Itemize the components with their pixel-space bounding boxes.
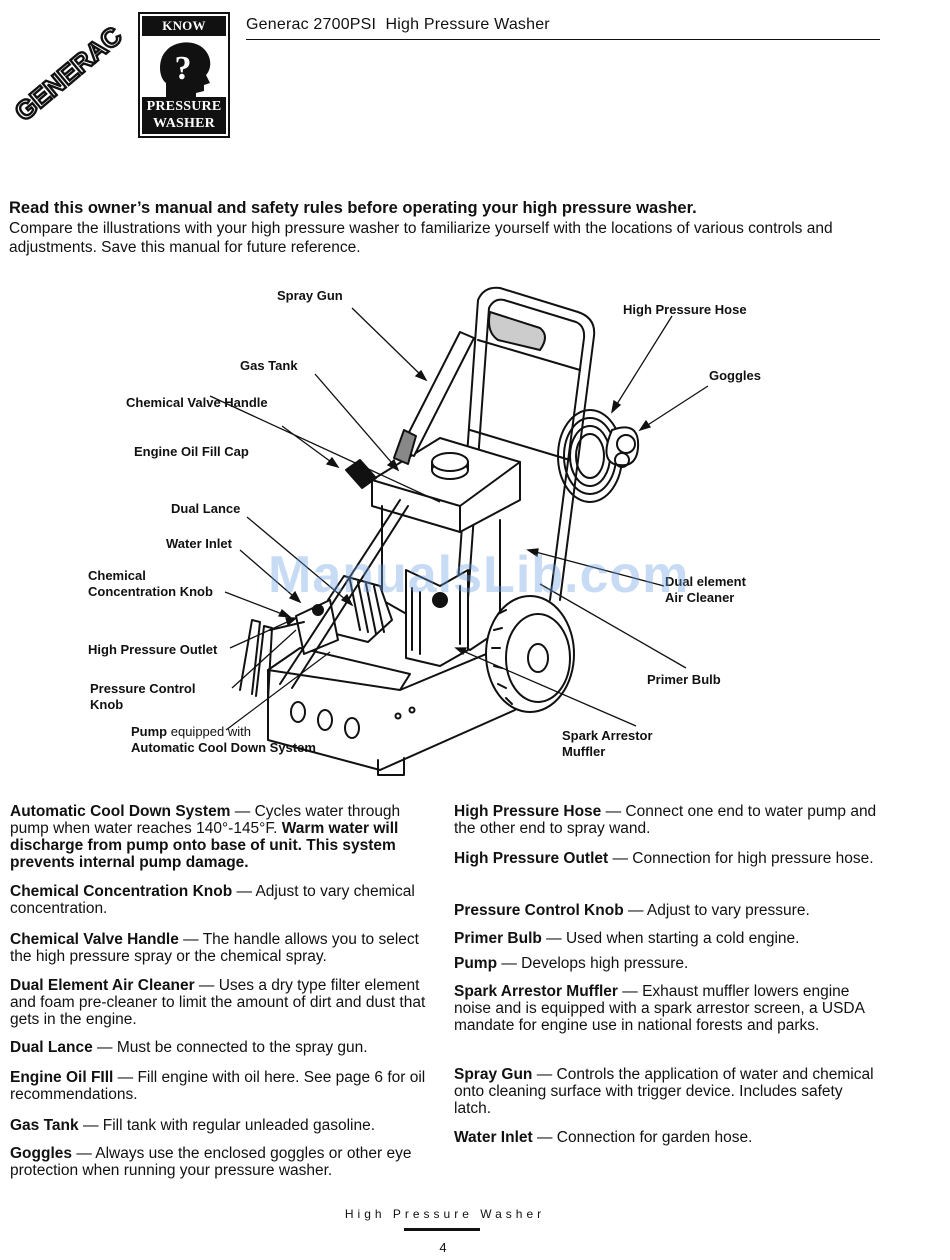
label-goggles: Goggles: [709, 368, 761, 383]
glossary-description: — Connection for garden hose.: [532, 1129, 753, 1146]
glossary-description: — The handle allows you to select the hi…: [10, 931, 419, 965]
glossary-term: Dual Lance: [10, 1039, 93, 1056]
label-pump-line-1: Pump equipped with: [131, 724, 251, 739]
label-gas-tank: Gas Tank: [240, 358, 298, 373]
glossary-description: — Connection for high pressure hose.: [608, 850, 874, 867]
glossary-term: Water Inlet: [454, 1129, 533, 1146]
label-water-inlet: Water Inlet: [166, 536, 233, 551]
glossary-warning: Warm water will discharge from pump onto…: [10, 820, 399, 871]
label-pump-rest: equipped with: [167, 724, 251, 739]
label-dual-lance: Dual Lance: [171, 501, 240, 516]
glossary-description: — Must be connected to the spray gun.: [92, 1039, 368, 1056]
glossary-entry: Pressure Control Knob — Adjust to vary p…: [454, 902, 879, 919]
glossary-entry: Spark Arrestor Muffler — Exhaust muffler…: [454, 983, 879, 1034]
pressure-washer-illustration: [239, 286, 640, 776]
glossary-term: Pump: [454, 955, 498, 972]
glossary-entry: Chemical Concentration Knob — Adjust to …: [10, 883, 435, 917]
glossary-entry: Pump — Develops high pressure.: [454, 955, 879, 972]
footer-running-title: High Pressure Washer: [344, 1207, 546, 1221]
generac-logo-text: GENERAC: [9, 20, 128, 127]
glossary-entry: Water Inlet — Connection for garden hose…: [454, 1129, 879, 1146]
glossary-description: — Adjust to vary chemical concentration.: [10, 883, 415, 917]
glossary-description: — Adjust to vary pressure.: [623, 902, 810, 919]
label-chemical-valve-handle: Chemical Valve Handle: [126, 395, 268, 410]
glossary-description: — Fill tank with regular unleaded gasoli…: [78, 1117, 376, 1134]
label-high-pressure-hose: High Pressure Hose: [623, 302, 747, 317]
glossary-term: Goggles: [10, 1145, 73, 1162]
label-chemical-line-1: Chemical: [88, 568, 146, 583]
glossary-description: — Develops high pressure.: [497, 955, 689, 972]
glossary-description: — Cycles water through pump when water r…: [10, 803, 401, 837]
glossary-entry: Engine Oil FIll — Fill engine with oil h…: [10, 1069, 435, 1103]
glossary-entry: Spray Gun — Controls the application of …: [454, 1066, 879, 1117]
glossary-term: Engine Oil FIll: [10, 1069, 114, 1086]
glossary-description: — Used when starting a cold engine.: [541, 930, 800, 947]
glossary-description: — Exhaust muffler lowers engine noise an…: [454, 983, 865, 1034]
glossary-description: — Always use the enclosed goggles or oth…: [10, 1145, 412, 1179]
label-spray-gun: Spray Gun: [277, 288, 343, 303]
glossary-entry: Primer Bulb — Used when starting a cold …: [454, 930, 879, 947]
badge-bottom-line-1: PRESSURE: [146, 99, 222, 114]
glossary-term: Spray Gun: [454, 1066, 533, 1083]
manualslib-watermark: ManualsLib.com: [268, 546, 690, 604]
know-your-pressure-washer-badge: KNOW YOUR ? PRESSURE WASHER: [138, 12, 230, 138]
glossary-description: — Connect one end to water pump and the …: [454, 803, 877, 837]
page-number: 4: [439, 1240, 447, 1255]
header-rule: [246, 39, 880, 40]
label-dual-element-line-1: Dual element: [665, 574, 747, 589]
glossary-term: High Pressure Outlet: [454, 850, 609, 867]
glossary-entry: Dual Element Air Cleaner — Uses a dry ty…: [10, 977, 435, 1028]
badge-bottom-line-2: WASHER: [153, 116, 215, 131]
label-pressure-control-line-1: Pressure Control: [90, 681, 195, 696]
glossary-description: — Fill engine with oil here. See page 6 …: [10, 1069, 426, 1103]
generac-logo: GENERAC: [6, 10, 134, 138]
glossary-term: High Pressure Hose: [454, 803, 602, 820]
glossary-description: — Controls the application of water and …: [454, 1066, 874, 1117]
glossary-entry: High Pressure Hose — Connect one end to …: [454, 803, 879, 837]
glossary-term: Pressure Control Knob: [454, 902, 624, 919]
glossary-entry: Chemical Valve Handle — The handle allow…: [10, 931, 435, 965]
glossary-term: Primer Bulb: [454, 930, 542, 947]
glossary-term: Chemical Valve Handle: [10, 931, 179, 948]
label-engine-oil-fill-cap: Engine Oil Fill Cap: [134, 444, 249, 459]
glossary-entry: High Pressure Outlet — Connection for hi…: [454, 850, 879, 867]
label-primer-bulb: Primer Bulb: [647, 672, 721, 687]
glossary-term: Dual Element Air Cleaner: [10, 977, 195, 994]
glossary-term: Gas Tank: [10, 1117, 79, 1134]
glossary-entry: Dual Lance — Must be connected to the sp…: [10, 1039, 435, 1056]
question-head-icon: ?: [160, 42, 211, 97]
footer-rule: [404, 1228, 480, 1231]
label-spark-line-1: Spark Arrestor: [562, 728, 653, 743]
svg-text:?: ?: [175, 50, 192, 87]
label-pump-bold: Pump: [131, 724, 167, 739]
glossary-description: — Uses a dry type filter element and foa…: [10, 977, 426, 1028]
label-pump-line-2: Automatic Cool Down System: [131, 740, 316, 755]
glossary-term: Automatic Cool Down System: [10, 803, 231, 820]
glossary-entry: Automatic Cool Down System — Cycles wate…: [10, 803, 435, 871]
glossary-entry: Goggles — Always use the enclosed goggle…: [10, 1145, 435, 1179]
label-high-pressure-outlet: High Pressure Outlet: [88, 642, 218, 657]
glossary-entry: Gas Tank — Fill tank with regular unlead…: [10, 1117, 435, 1134]
leader-arrows: [209, 307, 709, 731]
label-spark-line-2: Muffler: [562, 744, 605, 759]
pressure-washer-diagram: Spray Gun High Pressure Hose Gas Tank Go…: [0, 270, 950, 790]
label-dual-element-line-2: Air Cleaner: [665, 590, 734, 605]
intro-body: Compare the illustrations with your high…: [9, 220, 833, 256]
badge-top-text: KNOW YOUR: [142, 16, 226, 53]
label-pressure-control-line-2: Knob: [90, 697, 123, 712]
label-chemical-line-2: Concentration Knob: [88, 584, 213, 599]
glossary-term: Chemical Concentration Knob: [10, 883, 233, 900]
glossary-term: Spark Arrestor Muffler: [454, 983, 618, 1000]
page-header-title: Generac 2700PSI High Pressure Washer: [246, 16, 550, 33]
intro-heading: Read this owner’s manual and safety rule…: [9, 199, 697, 217]
badge-bottom-text: PRESSURE WASHER: [142, 97, 226, 134]
